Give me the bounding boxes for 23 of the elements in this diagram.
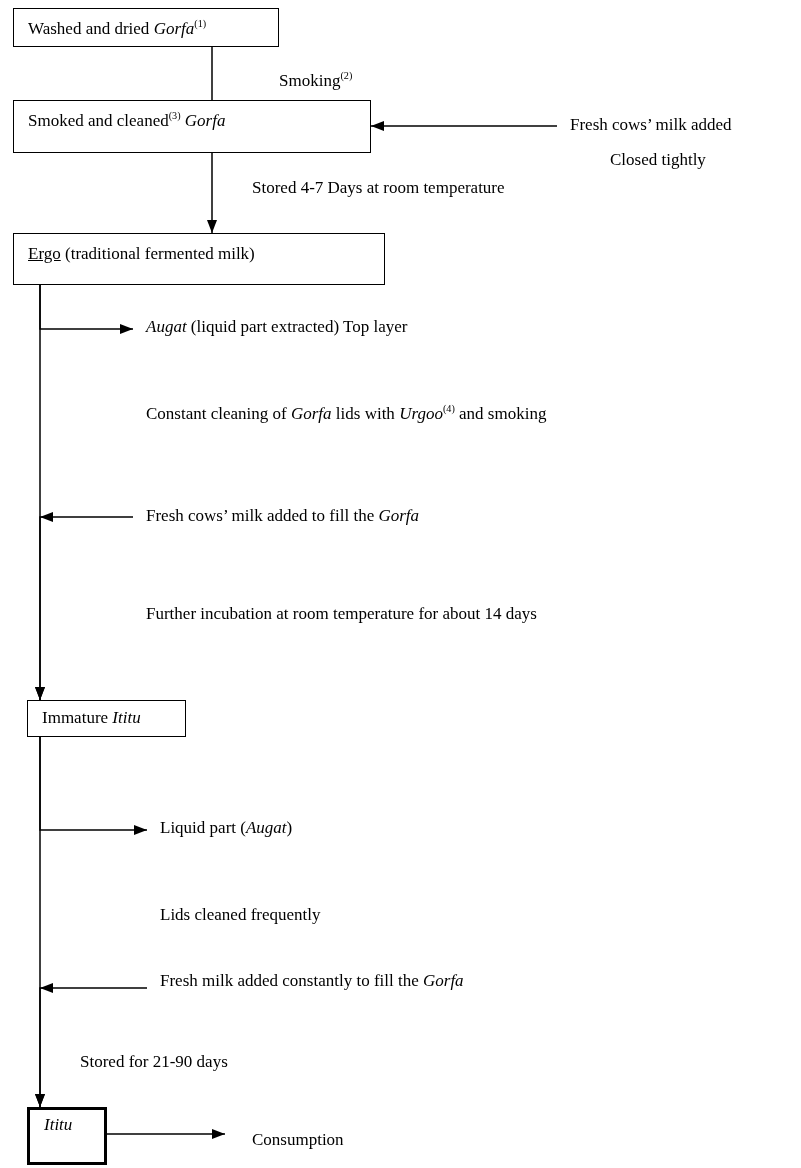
process-box: Washed and dried Gorfa$^{(1)}$ (13, 8, 279, 47)
process-box: Ititu (27, 1107, 107, 1165)
note-text: Closed tightly (610, 149, 706, 171)
note-text: Lids cleaned frequently (160, 904, 321, 926)
edge-label: Stored for 21-90 days (80, 1051, 228, 1073)
step-text: Augat (liquid part extracted) Top layer (133, 316, 423, 338)
arrow (35, 983, 148, 1108)
process-box: Smoked and cleaned$^{(3)}$ Gorfa (13, 100, 371, 153)
arrow (370, 121, 558, 131)
arrow (106, 1129, 226, 1139)
edge-label: Smoking$^{(2)}$ (279, 70, 353, 92)
step-text: Liquid part (Augat) (147, 817, 293, 839)
arrow (207, 152, 217, 234)
step-text: Fresh cows’ milk added (557, 114, 732, 136)
step-text: Fresh milk added constantly to fill the Gorfa (147, 970, 464, 992)
edge-label: Stored 4-7 Days at room temperature (252, 177, 505, 199)
process-box: Ergo (traditional fermented milk) (13, 233, 385, 285)
step-text: Fresh cows’ milk added to fill the Gorfa (133, 505, 420, 527)
note-text: Further incubation at room temperature for about 14 days (146, 603, 537, 625)
process-box: Immature Ititu (27, 700, 186, 737)
step-text: Consumption (225, 1129, 344, 1151)
note-text: Constant cleaning of Gorfa lids with Urgoo$^{(4)}$ and smoking (146, 403, 548, 425)
arrow (35, 512, 134, 701)
